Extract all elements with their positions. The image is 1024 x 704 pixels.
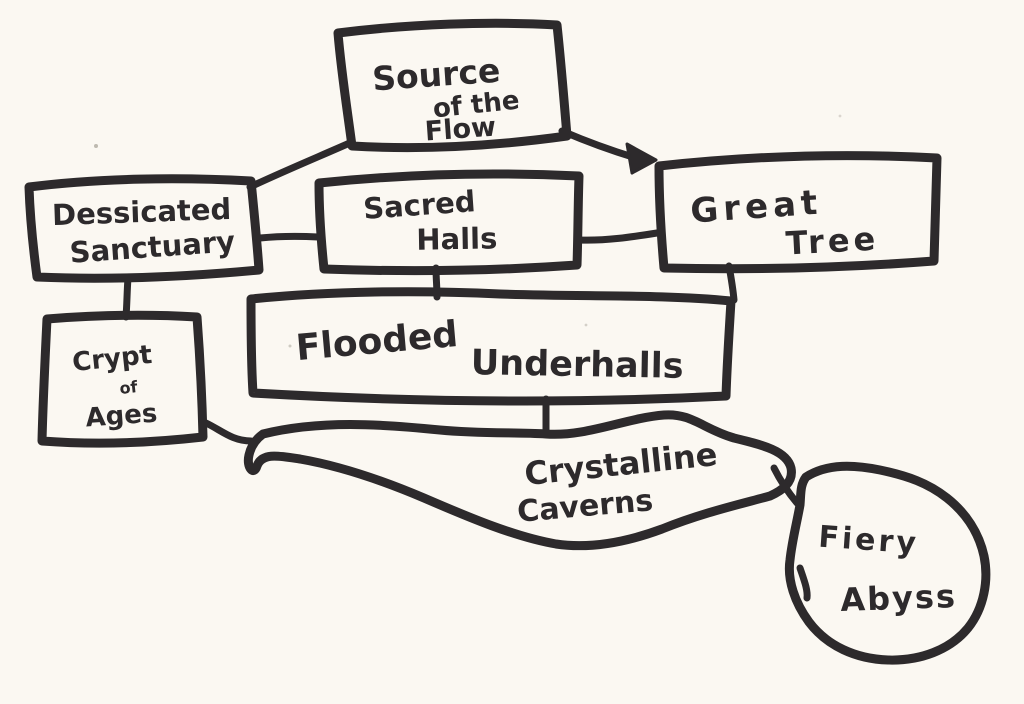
node-crystalline-caverns: Crystalline Caverns (243, 410, 796, 551)
paper-speck (94, 144, 98, 148)
node-fiery-abyss-notch (796, 564, 811, 602)
paper-speck (288, 344, 292, 348)
node-crystalline-caverns-outline (243, 410, 796, 551)
node-source-of-the-flow-label-line1: Source (371, 51, 502, 99)
node-sacred-halls-label-line2: Halls (416, 221, 498, 256)
node-flooded-underhalls: Flooded Underhalls (246, 287, 736, 406)
node-dessicated-sanctuary-label-line1: Dessicated (51, 192, 231, 232)
node-crypt-of-ages-label-line3: Ages (85, 399, 159, 434)
node-fiery-abyss-label-line2: Abyss (840, 577, 958, 619)
node-sacred-halls: Sacred Halls (314, 169, 584, 276)
node-fiery-abyss-label-line1: Fiery (817, 520, 920, 562)
paper-speck (838, 114, 842, 118)
node-crypt-of-ages-label-line1: Crypt (71, 340, 154, 378)
node-fiery-abyss: Fiery Abyss (784, 461, 991, 665)
node-dessicated-sanctuary-label-line2: Sanctuary (69, 224, 237, 269)
node-sacred-halls-outline (314, 169, 584, 276)
node-source-of-the-flow-label-line3: Flow (424, 112, 497, 148)
node-crypt-of-ages-outline (37, 310, 208, 448)
edge-source-of-the-flow--dessicated-sanctuary (246, 138, 356, 191)
edge-source-of-the-flow--great-tree (558, 127, 640, 162)
edge-crypt-of-ages--crystalline-caverns (202, 419, 255, 445)
edge-sacred-halls--great-tree (575, 229, 661, 244)
node-flooded-underhalls-label-line1: Flooded (294, 314, 459, 369)
node-dessicated-sanctuary: Dessicated Sanctuary (24, 174, 264, 283)
node-crypt-of-ages: Crypt of Ages (37, 310, 208, 448)
node-source-of-the-flow: Source of the Flow (333, 18, 572, 153)
node-source-of-the-flow-outline (333, 18, 572, 153)
node-dessicated-sanctuary-outline (24, 174, 264, 283)
node-great-tree-label-line2: Tree (785, 220, 880, 263)
node-crypt-of-ages-label-line2: of (119, 377, 140, 398)
node-great-tree-outline (654, 151, 942, 274)
node-fiery-abyss-outline (784, 461, 991, 665)
node-flooded-underhalls-outline (246, 287, 736, 406)
paper-speck (584, 323, 588, 327)
node-crystalline-caverns-label-line1: Crystalline (523, 435, 719, 493)
edge-dessicated-sanctuary--sacred-halls (256, 232, 322, 242)
edge-arrowhead (625, 142, 658, 175)
node-great-tree: Great Tree (654, 151, 942, 274)
node-great-tree-label-line1: Great (689, 182, 823, 231)
node-flooded-underhalls-label-line2: Underhalls (470, 343, 683, 387)
node-sacred-halls-label-line1: Sacred (362, 184, 476, 226)
